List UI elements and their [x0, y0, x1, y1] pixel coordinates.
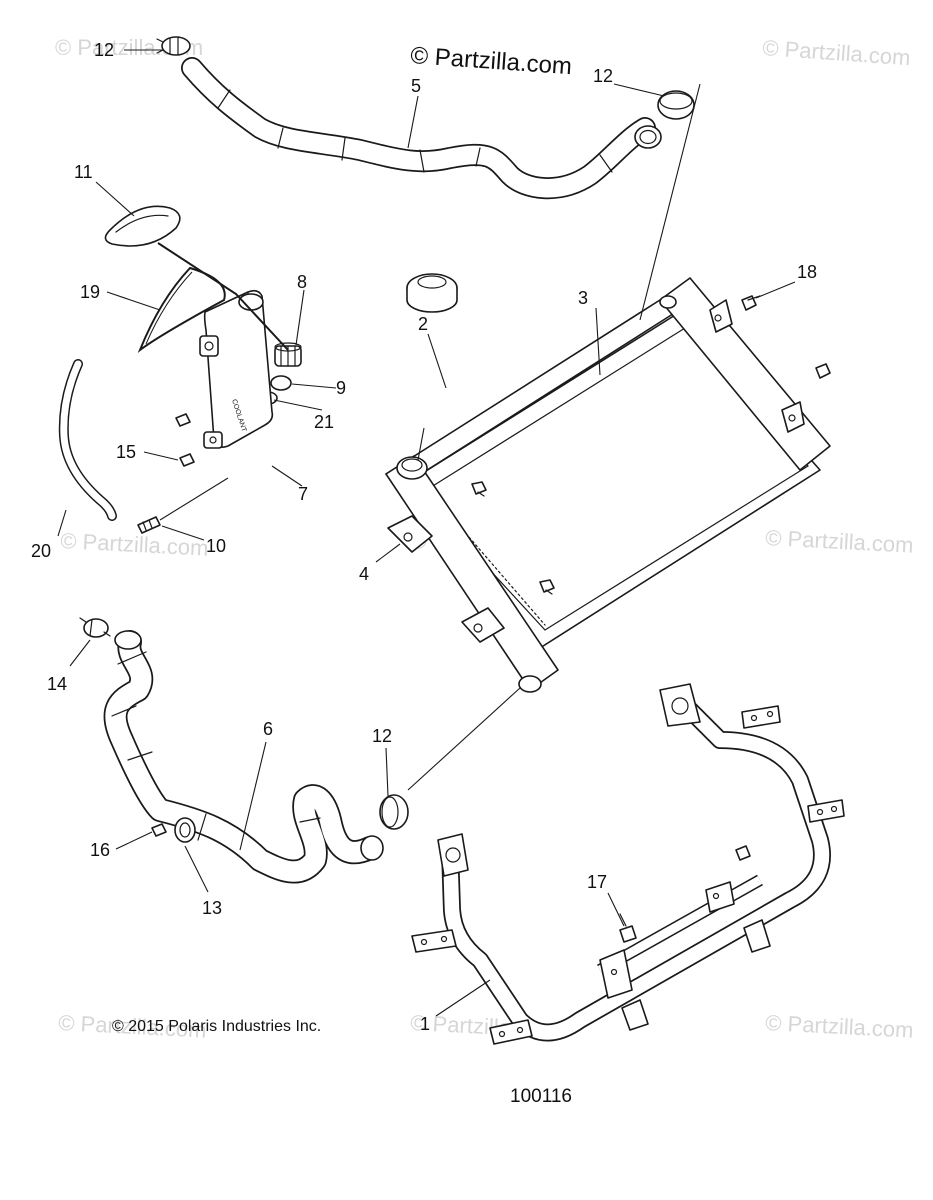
strap-11-part — [104, 205, 181, 247]
callout-18: 18 — [797, 262, 817, 282]
bolt-15-upper — [175, 413, 191, 427]
radiator-bolt-lower — [539, 579, 555, 595]
callout-1: 1 — [420, 1014, 430, 1034]
radiator-cap-part — [406, 273, 458, 313]
callout-5: 5 — [411, 76, 421, 96]
figure-number: 100116 — [510, 1086, 572, 1107]
callout-4: 4 — [359, 564, 369, 584]
callout-3: 3 — [578, 288, 588, 308]
callout-12-top-right: 12 — [593, 66, 613, 86]
watermark-bottom-right: © Partzilla.com — [765, 1010, 914, 1043]
watermark-mid-left: © Partzilla.com — [60, 528, 209, 561]
hose-clamp-lower — [379, 794, 409, 830]
callout-12-top-left: 12 — [94, 40, 114, 60]
p-clamp-13-part — [174, 817, 196, 843]
callout-8: 8 — [297, 272, 307, 292]
callout-6: 6 — [263, 719, 273, 739]
vent-line-19-part — [137, 242, 289, 353]
callouts: 12 5 12 11 19 8 2 3 18 9 21 15 7 10 20 4… — [31, 40, 817, 1034]
callout-7: 7 — [298, 484, 308, 504]
bolt-17-part — [619, 913, 637, 943]
frame-1-part — [411, 683, 845, 1045]
overflow-hose-20-part — [58, 359, 117, 521]
watermark-mid-right: © Partzilla.com — [765, 525, 914, 558]
hose-clamp-top-left — [156, 36, 191, 56]
callout-20: 20 — [31, 541, 51, 561]
callout-19: 19 — [80, 282, 100, 302]
coolant-reservoir-part: COOLANT — [199, 289, 274, 449]
radiator-bolt — [471, 481, 487, 497]
bolt-18-part — [741, 295, 761, 311]
leader-lines — [57, 49, 796, 1017]
hose-clamp-top-right — [657, 90, 695, 120]
reservoir-cap-part — [274, 342, 302, 367]
o-ring-9-part — [270, 375, 292, 391]
upper-hose-part — [181, 57, 662, 200]
lower-hose-part — [103, 630, 384, 884]
copyright-text: © 2015 Polaris Industries Inc. — [112, 1018, 321, 1035]
callout-14: 14 — [47, 674, 67, 694]
radiator-part — [385, 277, 831, 693]
callout-9: 9 — [336, 378, 346, 398]
callout-16: 16 — [90, 840, 110, 860]
callout-12-lower: 12 — [372, 726, 392, 746]
callout-21: 21 — [314, 412, 334, 432]
callout-13: 13 — [202, 898, 222, 918]
callout-11: 11 — [74, 162, 93, 182]
fitting-10-part — [137, 516, 161, 534]
callout-17: 17 — [587, 872, 607, 892]
clamp-14-part — [79, 617, 111, 638]
callout-10: 10 — [206, 536, 226, 556]
bolt-right-side — [815, 363, 831, 379]
bolt-16-part — [151, 823, 167, 837]
bolt-15-part — [179, 453, 195, 467]
brand-text: © Partzilla.com — [410, 42, 573, 80]
callout-2: 2 — [418, 314, 428, 334]
watermark-top-right: © Partzilla.com — [762, 35, 912, 70]
callout-15: 15 — [116, 442, 136, 462]
